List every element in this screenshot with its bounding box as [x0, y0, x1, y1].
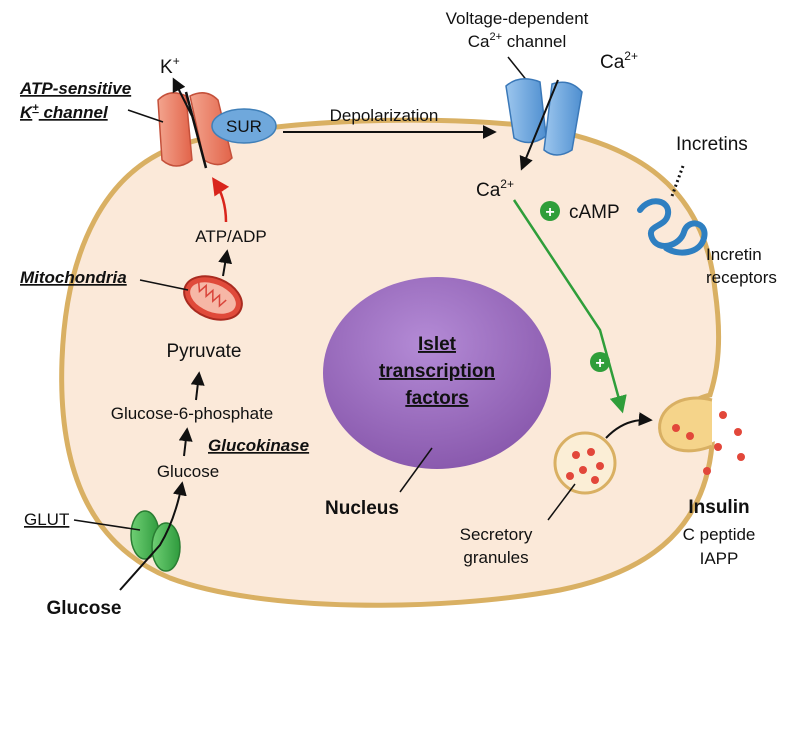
mitochondria-label: Mitochondria — [20, 268, 127, 287]
islet-label-2: transcription — [379, 361, 495, 382]
mitochondria-pointer — [139, 279, 189, 291]
atp-adp-label: ATP/ADP — [195, 227, 266, 246]
ca-channel — [505, 78, 583, 156]
g6p-to-pyruvate-arrow — [190, 371, 205, 401]
incretin-receptors-label-2: receptors — [706, 268, 777, 287]
secretory-pointer — [547, 483, 576, 521]
incretins-dotted — [670, 165, 685, 197]
ca-outside-label: Ca2+ — [600, 49, 638, 73]
secretory-granule — [553, 431, 617, 495]
vdcc-pointer — [507, 56, 529, 83]
sur-subunit — [211, 108, 277, 144]
mito-to-atp-arrow — [218, 249, 233, 277]
c-peptide-label: C peptide — [683, 525, 756, 544]
glut-label: GLUT — [24, 510, 69, 529]
ca-inside-label: Ca2+ — [476, 177, 514, 201]
k-efflux-arrow — [172, 77, 193, 117]
islet-label-1: Islet — [418, 334, 457, 355]
glucokinase-label: Glucokinase — [208, 436, 309, 455]
glucose-entry-arrow — [119, 481, 187, 591]
incretin-receptors-label-1: Incretin — [706, 245, 762, 264]
released-insulin-dots — [672, 411, 745, 475]
incretins-label: Incretins — [676, 134, 748, 155]
depolarization-label: Depolarization — [330, 106, 439, 125]
exocytosis-pocket — [658, 396, 713, 453]
ca-influx-arrow — [519, 79, 559, 171]
g6p-label: Glucose-6-phosphate — [111, 404, 274, 423]
atp-channel-pointer — [127, 109, 164, 123]
k-atp-channel — [157, 91, 233, 169]
atp-channel-label-2: K+ channel — [20, 102, 109, 122]
iapp-label: IAPP — [700, 549, 739, 568]
secretory-label-1: Secretory — [460, 525, 533, 544]
vdcc-label-1: Voltage-dependent — [446, 9, 589, 28]
atp-channel-label-1: ATP-sensitive — [19, 79, 131, 98]
camp-label: cAMP — [569, 202, 620, 223]
glucose-inside-label: Glucose — [157, 462, 219, 481]
mitochondrion — [183, 275, 243, 321]
nucleus-label: Nucleus — [325, 498, 399, 519]
granule-insulin-dots — [566, 448, 604, 484]
sur-label: SUR — [226, 117, 262, 136]
glucose-outside-label: Glucose — [47, 598, 122, 619]
nucleus — [323, 277, 551, 469]
granule-to-membrane-arrow — [605, 412, 653, 439]
exocytosis-plus-badge — [590, 352, 610, 372]
k-plus-label: K+ — [160, 54, 180, 78]
atp-inhibits-channel-arrow — [212, 177, 230, 223]
incretin-receptor — [637, 198, 708, 256]
insulin-label: Insulin — [688, 497, 749, 518]
glut-transporter — [130, 510, 181, 572]
pyruvate-label: Pyruvate — [167, 341, 242, 362]
camp-plus-sign: + — [545, 204, 554, 221]
camp-plus-badge — [540, 201, 560, 221]
vdcc-label-2: Ca2+ channel — [468, 31, 567, 51]
secretory-label-2: granules — [463, 548, 528, 567]
glucose-to-g6p-arrow — [178, 427, 193, 457]
islet-label-3: factors — [405, 388, 468, 409]
nucleus-pointer — [399, 447, 433, 493]
ca-to-exocytosis-arrow — [512, 199, 627, 414]
glut-pointer — [73, 519, 141, 531]
exocytosis-plus-sign: + — [595, 355, 604, 372]
